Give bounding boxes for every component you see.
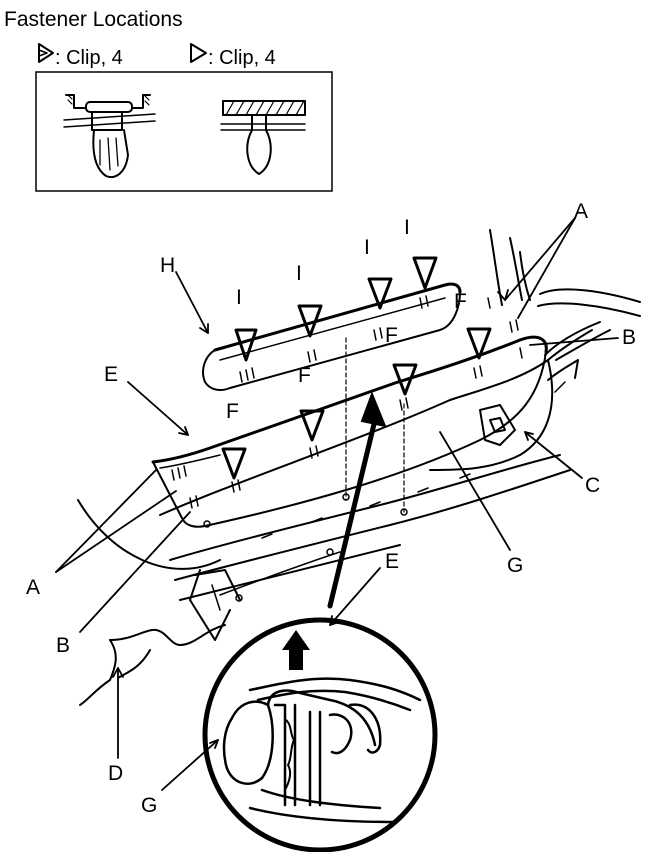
callout-f-1: F	[226, 400, 239, 423]
callout-a-top: A	[574, 200, 588, 223]
callout-i-2: I	[296, 262, 302, 285]
callout-b-left: B	[56, 634, 70, 657]
callout-a-left: A	[26, 576, 40, 599]
legend-box	[35, 71, 333, 192]
legend-label-1: : Clip, 4	[55, 47, 123, 69]
direction-arrowhead	[360, 391, 387, 428]
callout-e-lower: E	[385, 550, 399, 573]
clip-marker-icon	[367, 277, 393, 310]
clip-marker-icon	[297, 304, 323, 338]
legend-clip-type-2: : Clip, 4	[190, 43, 276, 69]
callout-e-upper: E	[104, 363, 118, 386]
clip-type-2-section	[220, 100, 306, 175]
legend-clip-type-1: : Clip, 4	[38, 43, 123, 69]
assembly-drawing	[77, 229, 641, 706]
callout-c: C	[585, 474, 600, 497]
clip-type-1-icon	[38, 43, 54, 63]
callout-i-4: I	[404, 216, 410, 239]
callout-i-1: I	[236, 286, 242, 309]
detail-inset	[202, 617, 438, 852]
leader-lines	[55, 217, 619, 791]
clip-marker-icon	[412, 256, 438, 290]
callout-d: D	[108, 762, 123, 785]
clip-marker-icon	[466, 327, 492, 360]
clip-marker-icon	[392, 363, 418, 396]
callout-g-right: G	[507, 554, 523, 577]
clip-marker-icon	[299, 409, 325, 442]
clip-markers	[221, 256, 492, 480]
direction-arrow	[327, 417, 378, 609]
callout-f-3: F	[385, 324, 398, 347]
callout-f-2: F	[298, 364, 311, 387]
legend-label-2: : Clip, 4	[208, 47, 276, 69]
callout-b-right: B	[622, 326, 636, 349]
callout-h: H	[160, 254, 175, 277]
callout-labels: A B C H E A B G E D G I I I I F F F F	[26, 200, 636, 817]
clip-marker-icon	[234, 328, 258, 362]
clip-type-2-icon	[190, 43, 207, 63]
callout-f-4: F	[454, 290, 467, 313]
diagram-title: Fastener Locations	[4, 8, 183, 31]
callout-i-3: I	[364, 236, 370, 259]
clip-marker-icon	[221, 447, 247, 480]
clip-type-1-section	[63, 94, 156, 178]
callout-g-lower: G	[141, 794, 157, 817]
